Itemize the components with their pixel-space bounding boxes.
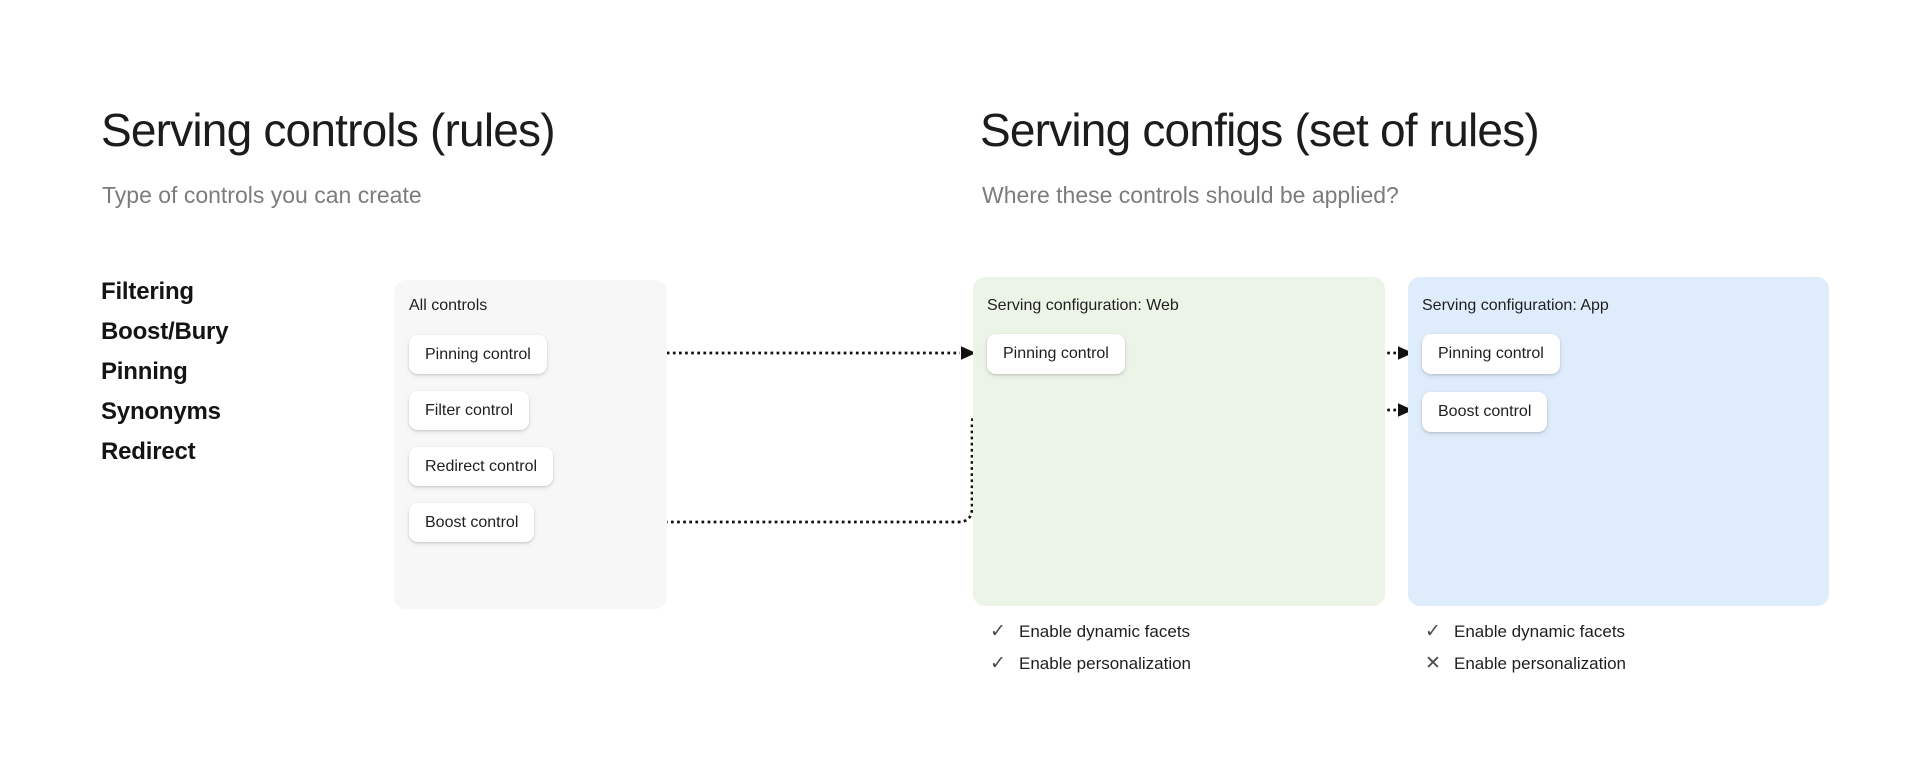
control-type-pinning: Pinning bbox=[101, 358, 188, 385]
feature-personalization-web: ✓ Enable personalization bbox=[989, 652, 1191, 675]
boost-control-pill[interactable]: Boost control bbox=[409, 503, 535, 542]
pinning-control-pill[interactable]: Pinning control bbox=[409, 335, 547, 374]
check-icon: ✓ bbox=[1425, 621, 1441, 642]
right-section-subtitle: Where these controls should be applied? bbox=[982, 182, 1399, 208]
feature-label: Enable dynamic facets bbox=[1454, 621, 1626, 641]
redirect-control-pill[interactable]: Redirect control bbox=[409, 447, 554, 486]
left-section-title: Serving controls (rules) bbox=[101, 104, 556, 156]
check-icon: ✓ bbox=[990, 653, 1006, 674]
left-section-subtitle: Type of controls you can create bbox=[102, 182, 422, 208]
feature-personalization-app: ✕ Enable personalization bbox=[1424, 652, 1626, 675]
filter-control-pill[interactable]: Filter control bbox=[409, 391, 530, 430]
control-type-redirect: Redirect bbox=[101, 438, 196, 465]
web-config-card-title: Serving configuration: Web bbox=[987, 297, 1179, 314]
feature-label: Enable personalization bbox=[1454, 653, 1627, 673]
pinning-control-pill-app[interactable]: Pinning control bbox=[1422, 334, 1560, 374]
control-type-synonyms: Synonyms bbox=[101, 398, 221, 425]
pinning-control-pill-web[interactable]: Pinning control bbox=[987, 334, 1125, 374]
cross-icon: ✕ bbox=[1425, 653, 1441, 674]
all-controls-card-title: All controls bbox=[409, 297, 488, 314]
feature-label: Enable dynamic facets bbox=[1019, 621, 1191, 641]
control-type-boost-bury: Boost/Bury bbox=[101, 318, 229, 345]
feature-label: Enable personalization bbox=[1019, 653, 1192, 673]
web-config-card: Serving configuration: Web Pinning contr… bbox=[973, 277, 1385, 606]
all-controls-card: All controls Pinning control Filter cont… bbox=[394, 280, 667, 609]
app-config-features: ✓ Enable dynamic facets ✕ Enable persona… bbox=[1424, 620, 1626, 675]
app-config-card-title: Serving configuration: App bbox=[1422, 297, 1609, 314]
boost-control-pill-app[interactable]: Boost control bbox=[1422, 392, 1548, 432]
feature-dynamic-facets-web: ✓ Enable dynamic facets bbox=[989, 620, 1191, 643]
app-config-card: Serving configuration: App Pinning contr… bbox=[1408, 277, 1829, 606]
right-section-title: Serving configs (set of rules) bbox=[980, 104, 1540, 156]
check-icon: ✓ bbox=[990, 621, 1006, 642]
web-config-features: ✓ Enable dynamic facets ✓ Enable persona… bbox=[989, 620, 1191, 675]
feature-dynamic-facets-app: ✓ Enable dynamic facets bbox=[1424, 620, 1626, 643]
control-type-list: Filtering Boost/Bury Pinning Synonyms Re… bbox=[101, 272, 229, 472]
control-type-filtering: Filtering bbox=[101, 278, 194, 305]
